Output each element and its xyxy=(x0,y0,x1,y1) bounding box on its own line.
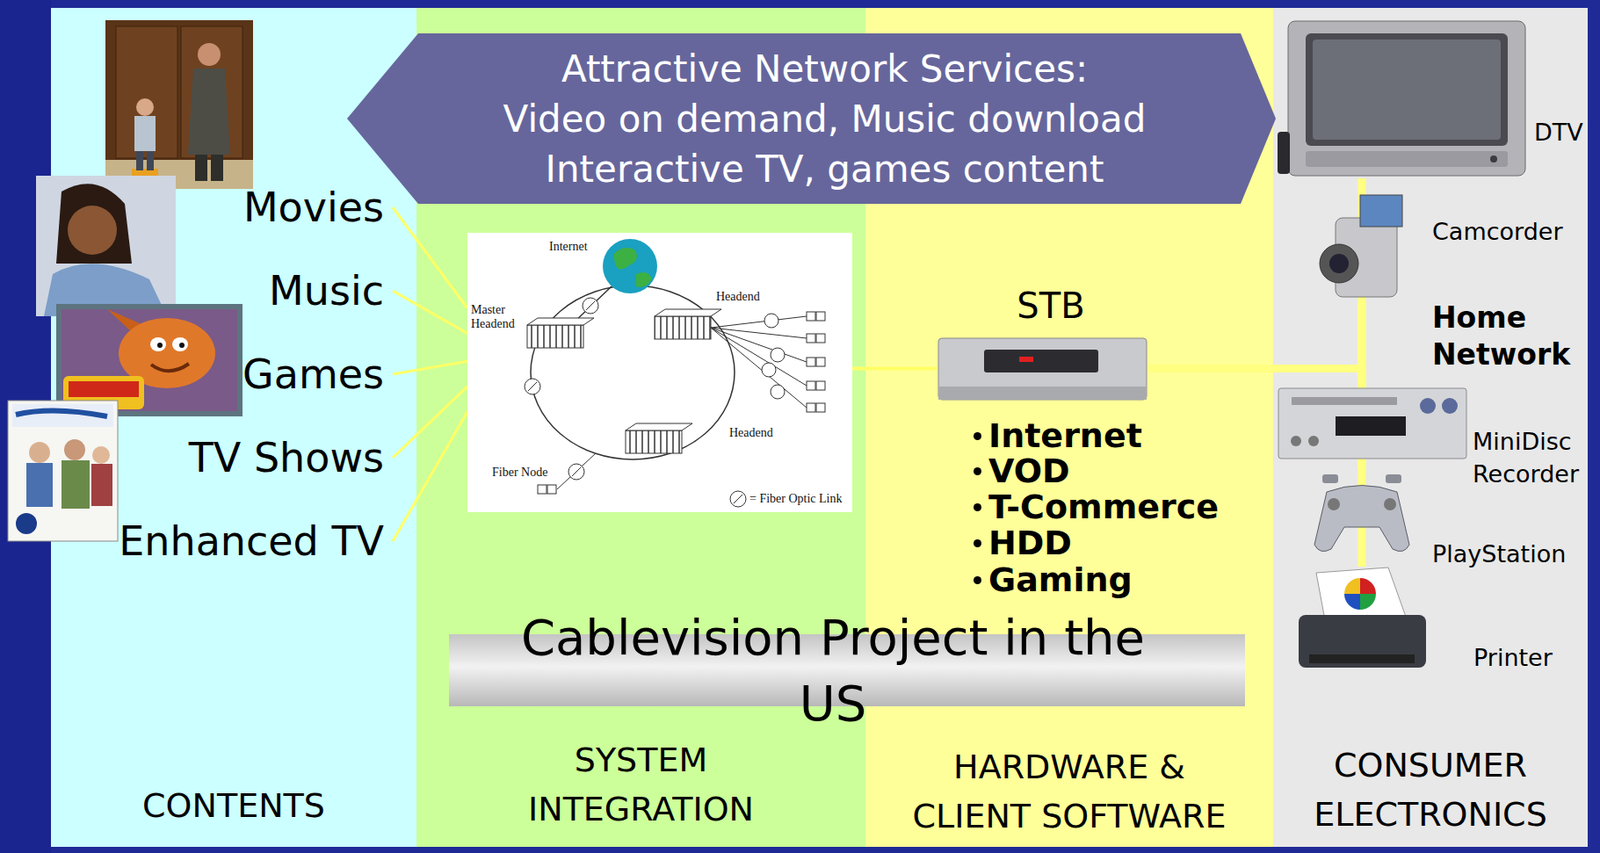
bullet-dot xyxy=(973,467,982,476)
content-node: Games xyxy=(240,348,386,401)
content-node: Enhanced TV xyxy=(116,515,386,568)
content-node: Music xyxy=(267,265,386,318)
bullet-dot xyxy=(973,576,982,585)
network-text: Fiber Node xyxy=(492,465,548,480)
bus-label: Home Network xyxy=(1432,299,1591,374)
stb-feature: HDD xyxy=(988,525,1072,562)
set-top-box: STBInternetVODT-CommerceHDDGaming xyxy=(936,331,1149,406)
device-node: Camcorder xyxy=(1314,188,1406,302)
network-text: = Fiber Optic Link xyxy=(749,492,843,507)
project-title: Cablevision Project in the US xyxy=(499,604,1167,737)
column-title: HARDWARE & CLIENT SOFTWARE xyxy=(891,742,1248,841)
printer-illustration xyxy=(1298,567,1427,668)
content-node: TV Shows xyxy=(187,432,386,485)
minidisc-illustration xyxy=(1278,388,1467,459)
movie-photo xyxy=(105,20,254,189)
tv-illustration xyxy=(1277,21,1526,176)
connector-line xyxy=(852,367,937,371)
stb-feature: T-Commerce xyxy=(988,489,1219,526)
content-node: Movies xyxy=(241,181,386,234)
music-photo xyxy=(36,175,176,317)
tv-show-book xyxy=(7,400,118,542)
bullet-dot xyxy=(973,503,982,512)
connector-line xyxy=(392,412,468,542)
service-text: Attractive Network Services: xyxy=(561,43,1088,95)
bullet-dot xyxy=(973,432,982,441)
network-box: InternetMaster HeadendHeadendHeadendFibe… xyxy=(467,232,853,513)
column-title: CONSUMER ELECTRONICS xyxy=(1285,740,1576,840)
device-node: MiniDisc Recorder xyxy=(1275,385,1470,462)
content-label: Games xyxy=(242,350,384,399)
content-label: TV Shows xyxy=(188,434,384,483)
connector-line xyxy=(392,361,468,375)
connector-line xyxy=(392,207,468,309)
device-node: PlayStation xyxy=(1310,469,1413,557)
column-band: CONSUMER ELECTRONICSDTVCamcorderMiniDisc… xyxy=(1273,7,1588,848)
stb-title: STB xyxy=(962,285,1139,326)
stb-illustration xyxy=(938,338,1147,400)
device-node: DTV xyxy=(1275,18,1529,179)
service-text: Video on demand, Music download xyxy=(503,94,1147,145)
stb-feature: Internet xyxy=(988,418,1143,455)
camcorder-illustration xyxy=(1319,195,1403,297)
device-label: Camcorder xyxy=(1432,217,1564,247)
network-text: Headend xyxy=(716,289,761,305)
column-title: SYSTEM INTEGRATION xyxy=(509,735,774,834)
connector-line xyxy=(392,386,468,458)
controller-illustration xyxy=(1314,474,1410,552)
network-text: Master Headend xyxy=(470,303,522,332)
device-label: PlayStation xyxy=(1432,539,1566,570)
stb-feature: Gaming xyxy=(988,562,1133,599)
connector-line xyxy=(392,290,468,334)
network-drawing xyxy=(467,232,853,513)
connector-line xyxy=(1148,178,1362,370)
game-cover xyxy=(56,304,243,417)
connector-line xyxy=(1148,301,1362,370)
device-label: DTV xyxy=(1534,117,1584,148)
device-label: MiniDisc Recorder xyxy=(1472,425,1587,491)
content-label: Music xyxy=(268,267,384,316)
device-label: Printer xyxy=(1473,643,1553,674)
service-hexagon: Attractive Network Services:Video on dem… xyxy=(347,33,1276,204)
network-text: Internet xyxy=(549,239,588,254)
bullet-dot xyxy=(973,539,982,548)
content-label: Enhanced TV xyxy=(118,517,384,566)
network-text: Headend xyxy=(729,426,774,441)
content-label: Movies xyxy=(243,183,384,232)
stb-feature: VOD xyxy=(988,453,1071,490)
column-title: CONTENTS xyxy=(142,781,326,831)
service-text: Interactive TV, games content xyxy=(545,144,1105,195)
device-node: Printer xyxy=(1294,566,1429,679)
